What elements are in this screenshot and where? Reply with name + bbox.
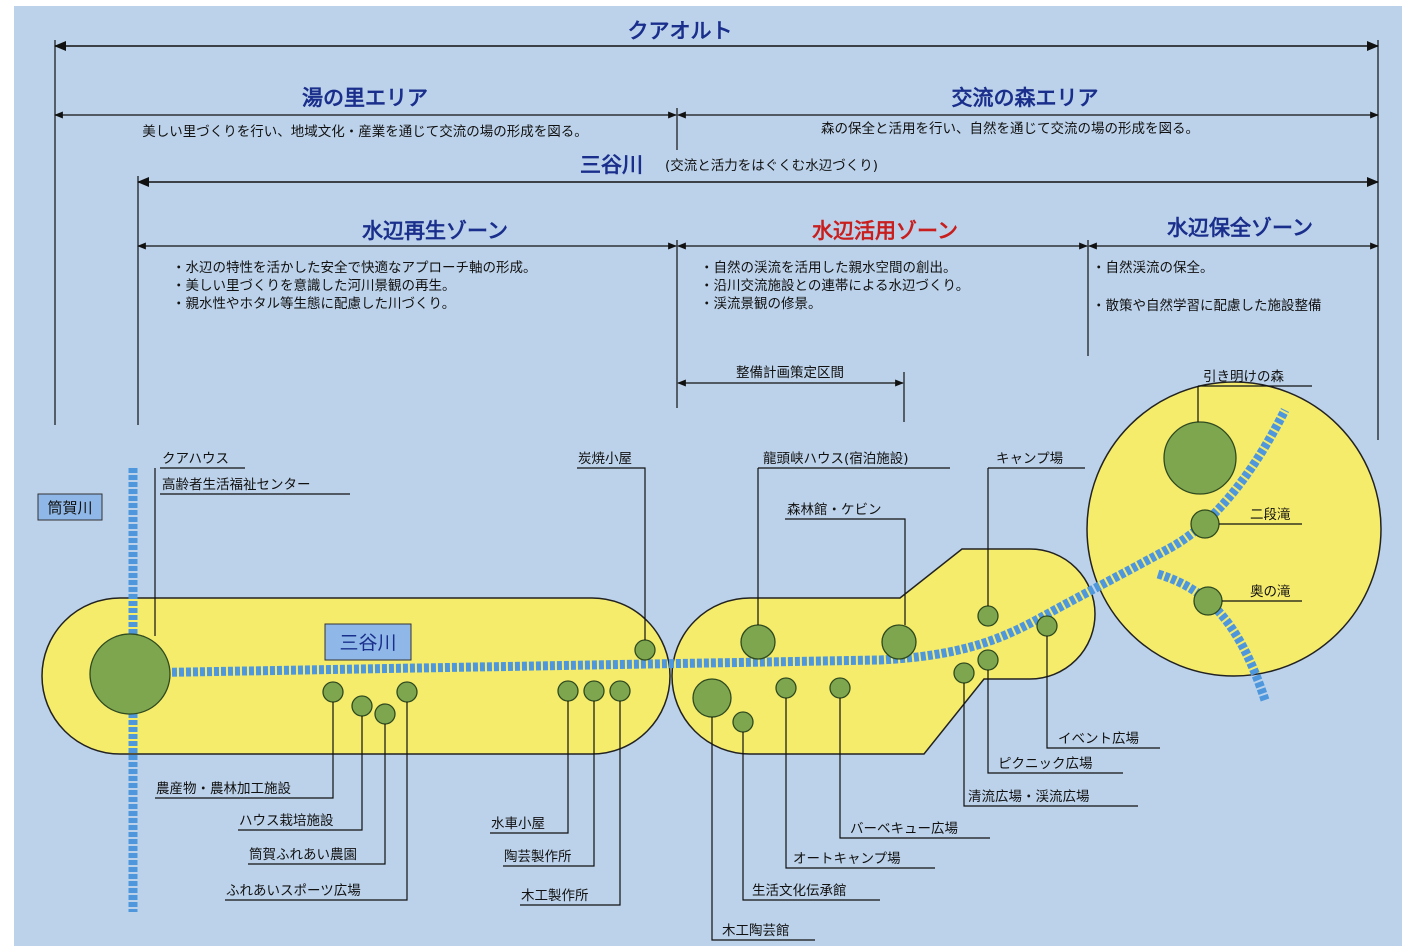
area-yunosato: 湯の里エリア 美しい里づくりを行い、地域文化・産業を通じて交流の場の形成を図る。 [54, 86, 677, 140]
pottery-shop-node [583, 680, 605, 702]
auto-camp-label: オートキャンプ場 [793, 851, 901, 867]
leader-lines [154, 385, 1312, 941]
kurort-span: クアオルト [54, 19, 1379, 440]
auto-camp-node [775, 677, 797, 699]
zone-utilization: 水辺活用ゾーン ・自然の渓流を活用した親水空間の創出。 ・沿川交流施設との連帯に… [677, 219, 1088, 312]
dawn-forest-site [1086, 381, 1382, 677]
sports-plaza-node [396, 681, 418, 703]
pottery-hall-label: 木工陶芸館 [722, 923, 790, 939]
branch-river [1156, 569, 1270, 702]
culture-hall-node [732, 711, 754, 733]
agri-facility-node [322, 681, 344, 703]
zone-conservation-bullet: ・自然渓流の保全。 [1092, 259, 1214, 276]
zone-conservation-bullet: ・散策や自然学習に配慮した施設整備 [1092, 297, 1322, 314]
area-koryu-forest: 交流の森エリア 森の保全と活用を行い、自然を通じて交流の場の形成を図る。 [677, 86, 1379, 137]
charcoal-hut-label: 炭焼小屋 [578, 451, 632, 467]
picnic-plaza-node [977, 649, 999, 671]
seiryu-plaza-node [953, 662, 975, 684]
svg-text:三谷川: 三谷川 [339, 632, 396, 654]
area-koryu-description: 森の保全と活用を行い、自然を通じて交流の場の形成を図る。 [821, 120, 1199, 137]
zone-utilization-bullet: ・自然の渓流を活用した親水空間の創出。 [700, 259, 957, 276]
area-koryu-title: 交流の森エリア [952, 86, 1099, 110]
plan-section: 整備計画策定区間 [677, 364, 905, 422]
nidan-falls-node [1190, 509, 1220, 539]
mitani-river-span: 三谷川 (交流と活力をはぐくむ水辺づくり) [137, 153, 1379, 425]
koryu-site [671, 548, 1096, 755]
woodwork-shop-node [609, 680, 631, 702]
dawn-forest-label: 引き明けの森 [1203, 369, 1284, 385]
site-shapes [41, 381, 1382, 755]
nidan-falls-label: 二段滝 [1250, 507, 1291, 523]
seiryu-plaza-label: 清流広場・渓流広場 [968, 789, 1090, 805]
zone-conservation: 水辺保全ゾーン ・自然渓流の保全。 ・散策や自然学習に配慮した施設整備 [1088, 216, 1379, 314]
bbq-plaza-label: バーベキュー広場 [850, 821, 958, 837]
forest-cabin-label: 森林館・ケビン [787, 502, 882, 518]
bbq-plaza-node [829, 677, 851, 699]
zone-conservation-title: 水辺保全ゾーン [1167, 216, 1313, 240]
zone-regeneration-bullet: ・水辺の特性を活かした安全で快適なアプローチ軸の形成。 [172, 259, 537, 276]
woodwork-shop-label: 木工製作所 [521, 888, 589, 904]
watermill-label: 水車小屋 [491, 816, 545, 832]
forest-cabin-node [881, 624, 917, 660]
pottery-shop-label: 陶芸製作所 [504, 849, 572, 865]
area-yunosato-title: 湯の里エリア [302, 86, 428, 110]
charcoal-hut-node [634, 639, 656, 661]
svg-text:筒賀川: 筒賀川 [47, 499, 92, 517]
campsite-label: キャンプ場 [996, 451, 1063, 467]
oku-falls-label: 奥の滝 [1250, 583, 1291, 600]
river-span-name: 三谷川 [580, 153, 643, 177]
dawn-forest-node [1163, 421, 1237, 495]
zone-utilization-bullet: ・渓流景観の修景。 [700, 295, 822, 312]
farm-node [374, 703, 396, 725]
kurhaus-label: クアハウス [162, 451, 229, 467]
farm-label: 筒賀ふれあい農園 [249, 846, 357, 863]
yunosato-site [41, 597, 671, 755]
campsite-node [977, 605, 999, 627]
ryuzukyo-house-label: 龍頭峡ハウス(宿泊施設) [763, 450, 909, 467]
mitani-river [129, 407, 1290, 678]
elderly-center-label: 高齢者生活福祉センター [162, 476, 311, 493]
kurort-label: クアオルト [628, 19, 733, 43]
picnic-plaza-label: ピクニック広場 [998, 756, 1093, 772]
event-plaza-label: イベント広場 [1058, 731, 1139, 747]
agri-facility-label: 農産物・農林加工施設 [156, 781, 291, 797]
oku-falls-node [1193, 586, 1223, 616]
zone-utilization-bullet: ・沿川交流施設との連帯による水辺づくり。 [700, 277, 969, 294]
zone-regeneration: 水辺再生ゾーン ・水辺の特性を活かした安全で快適なアプローチ軸の形成。 ・美しい… [137, 219, 677, 312]
ryuzukyo-house-node [740, 624, 776, 660]
watermill-node [557, 680, 579, 702]
plan-section-label: 整備計画策定区間 [736, 364, 844, 381]
zone-utilization-title: 水辺活用ゾーン [812, 219, 958, 243]
pottery-hall-node [692, 678, 732, 718]
tsutsuga-river-label: 筒賀川 [37, 493, 103, 521]
sports-plaza-label: ふれあいスポーツ広場 [226, 883, 361, 899]
greenhouse-node [351, 695, 373, 717]
zone-regeneration-bullet: ・親水性やホタル等生態に配慮した川づくり。 [172, 295, 455, 312]
event-plaza-node [1036, 615, 1058, 637]
river-span-subtitle: (交流と活力をはぐくむ水辺づくり) [665, 157, 878, 174]
zone-regeneration-bullet: ・美しい里づくりを意識した河川景観の再生。 [172, 277, 456, 294]
kurhaus-node [89, 633, 171, 715]
zone-regeneration-title: 水辺再生ゾーン [362, 219, 508, 243]
mitani-river-label: 三谷川 [324, 623, 412, 661]
culture-hall-label: 生活文化伝承館 [752, 883, 847, 899]
facility-labels: クアハウス 高齢者生活福祉センター 炭焼小屋 龍頭峡ハウス(宿泊施設) 森林館・… [156, 369, 1291, 939]
area-yunosato-description: 美しい里づくりを行い、地域文化・産業を通じて交流の場の形成を図る。 [142, 123, 588, 140]
greenhouse-label: ハウス栽培施設 [239, 813, 334, 829]
